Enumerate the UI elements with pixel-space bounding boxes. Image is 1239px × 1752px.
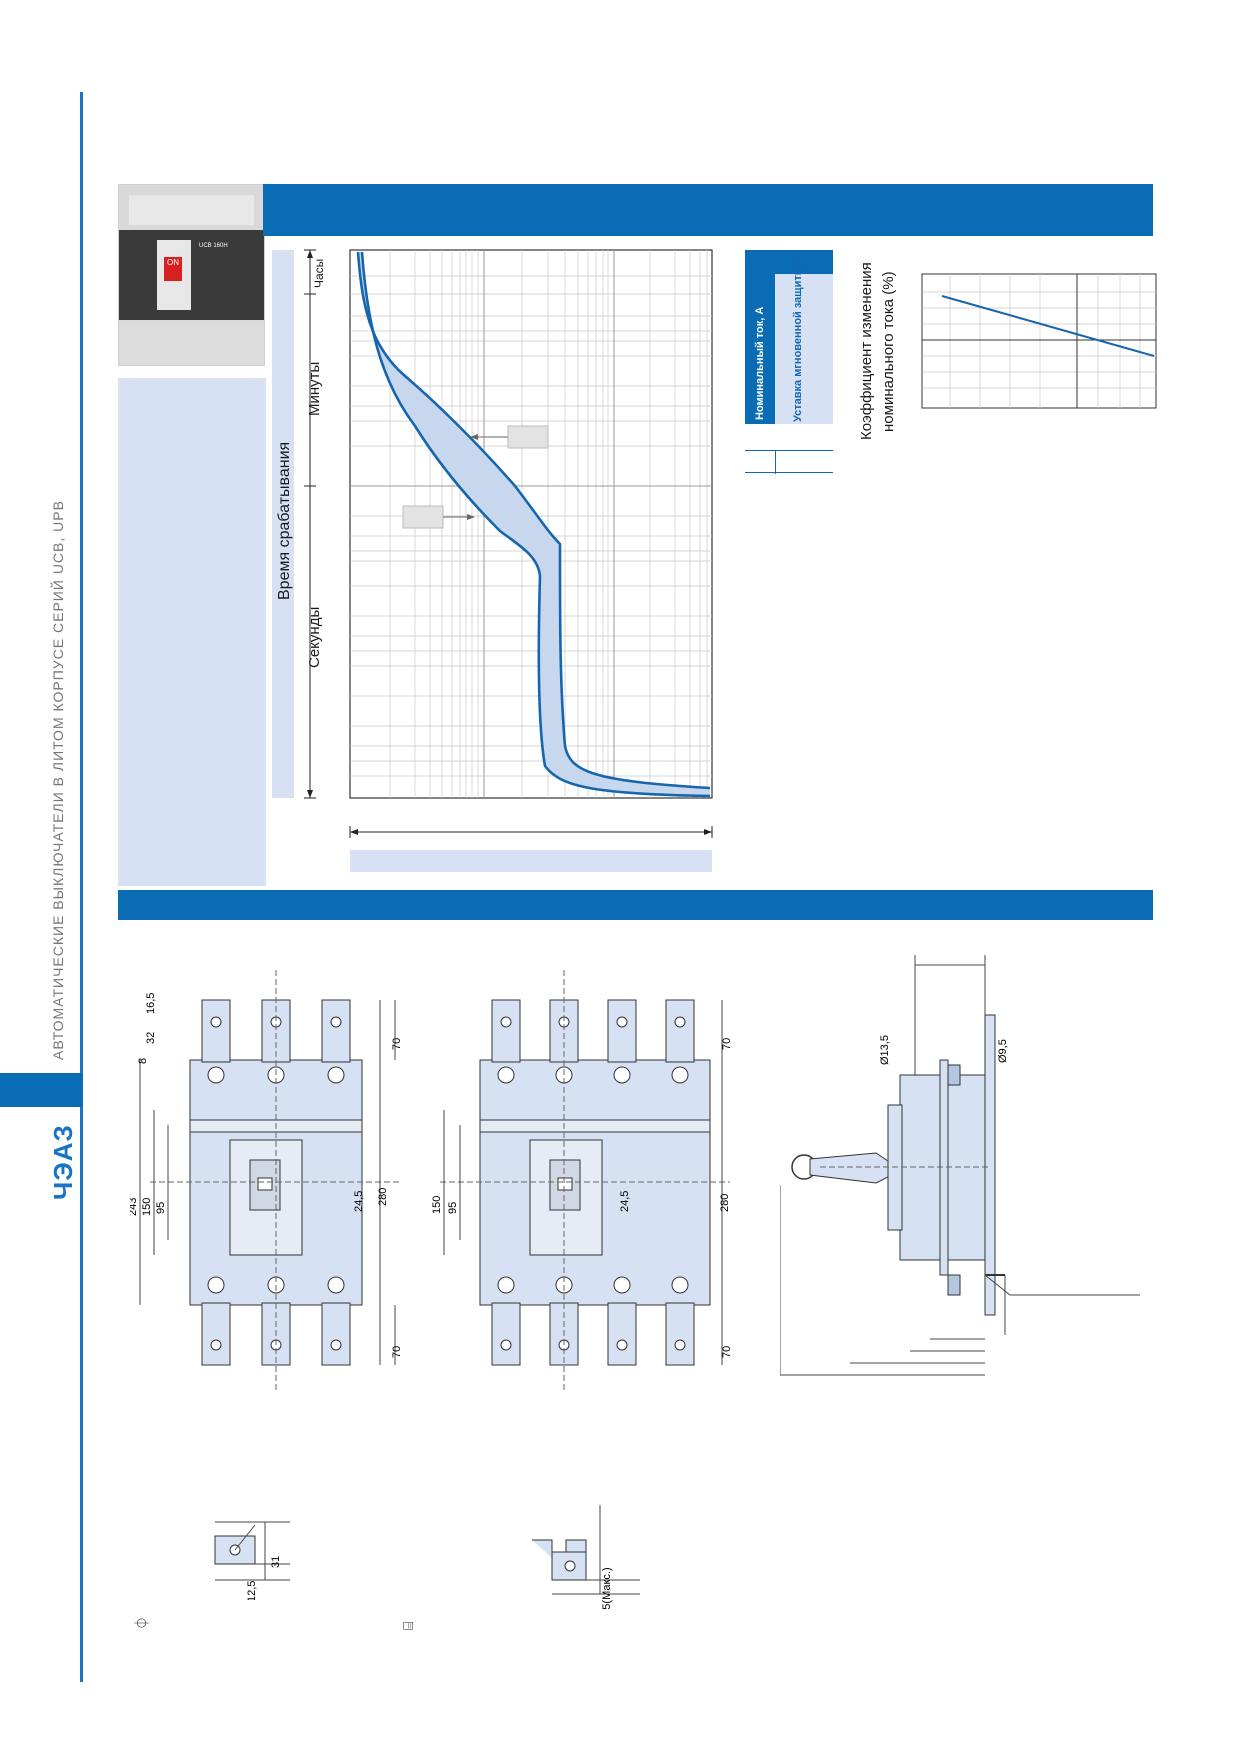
model-label: UCB 160H [199, 243, 228, 249]
dim4-95: 95 [447, 1202, 459, 1214]
dim-t2-12-5max: 12,5(Макс.) [601, 1567, 613, 1610]
dim-70-top: 70 [391, 1038, 403, 1050]
rating-table: Номинальный ток, А Уставка мгновенной за… [745, 250, 833, 474]
dim4-70-top: 70 [721, 1038, 733, 1050]
dim-16-5: 16,5 [145, 993, 157, 1014]
dim-95: 95 [155, 1202, 167, 1214]
trip-curve-band [358, 252, 710, 796]
temp-coefficient-chart [921, 273, 1157, 409]
left-rule [80, 92, 83, 1682]
dim-d13-5: Ø13,5 [879, 1035, 891, 1065]
handle-lever [809, 1152, 889, 1184]
dim-150: 150 [141, 1198, 153, 1216]
dim-32: 32 [145, 1032, 157, 1044]
table-header-instant: Уставка мгновенной защиты, А [792, 251, 804, 422]
dim-243: 243 [130, 1198, 139, 1216]
annotation-box-2 [402, 505, 444, 529]
dim4-70-bottom: 70 [721, 1346, 733, 1358]
dim4-280: 280 [719, 1194, 731, 1212]
section-tab [0, 1073, 83, 1107]
y-title-strip [272, 250, 294, 798]
trip-curve-chart [304, 249, 713, 872]
dim-280: 280 [377, 1188, 389, 1206]
dim-70-bottom: 70 [391, 1346, 403, 1358]
dim4-150: 150 [431, 1196, 443, 1214]
terminal-symbol-1: ⏀ [134, 1616, 150, 1630]
dim-t1-12-5: 12,5 [246, 1581, 258, 1600]
dim-24-5: 24,5 [353, 1191, 365, 1212]
drawing-4pole: 150 95 280 24,5 70 70 [431, 970, 733, 1390]
terminal-detail-1: 12,5 31 [214, 1521, 290, 1600]
dim-t1-31: 31 [270, 1556, 282, 1568]
trip-curve-lower [360, 251, 711, 798]
trip-curve-upper [356, 251, 711, 790]
side-title: АВТОМАТИЧЕСКИЕ ВЫКЛЮЧАТЕЛИ В ЛИТОМ КОРПУ… [50, 500, 66, 1060]
temp-ylabel-2: номинального тока (%) [880, 271, 897, 432]
terminal-detail-2: 12,5(Макс.) [532, 1505, 640, 1610]
dim-8: 8 [137, 1058, 149, 1064]
temp-ylabel-1: Коэффициент изменения [858, 262, 875, 440]
table-header-current: Номинальный ток, А [754, 306, 766, 420]
side-panel [118, 378, 266, 886]
drawing-side-view: Ø13,5 Ø9,5 [780, 955, 1140, 1376]
annotation-box-1 [507, 425, 549, 449]
x-axis-label-strip [350, 850, 712, 872]
temp-coefficient-line [941, 295, 1155, 357]
section-band [118, 890, 1153, 920]
on-indicator: ON [164, 257, 182, 281]
dim-d9-5: Ø9,5 [997, 1039, 1009, 1063]
product-photo: ON UCB 160H [118, 184, 265, 366]
dim4-24-5: 24,5 [619, 1191, 631, 1212]
brand-logo: ЧЭАЗ [48, 1124, 78, 1200]
header-band [263, 184, 1153, 236]
terminal-symbol-2: ⌸ [400, 1621, 416, 1630]
drawing-3pole: 8 32 16,5 243 150 95 280 24,5 70 70 [130, 970, 403, 1390]
